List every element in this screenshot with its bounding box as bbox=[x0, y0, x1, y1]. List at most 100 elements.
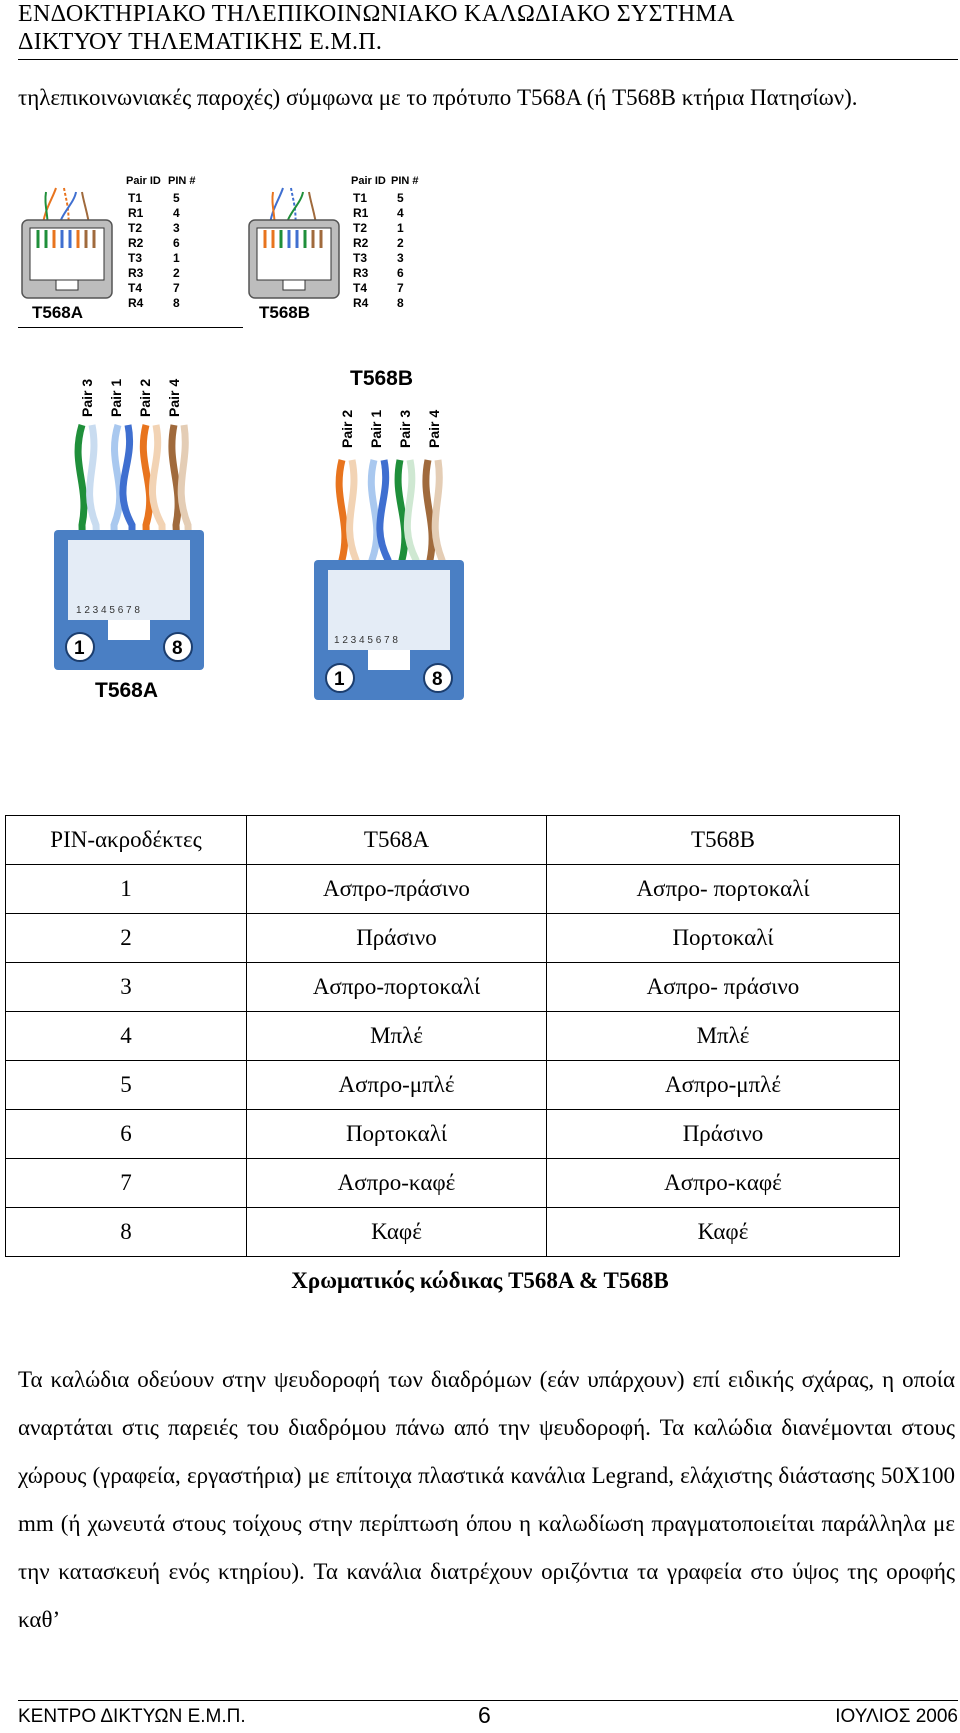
body-paragraph: Τα καλώδια οδεύουν στην ψευδοροφή των δι… bbox=[18, 1356, 955, 1644]
table-cell-t568b: Ασπρο-καφέ bbox=[546, 1158, 900, 1208]
table-cell-pin: 2 bbox=[5, 913, 247, 963]
table-cell-pin: 5 bbox=[5, 1060, 247, 1110]
small-a-pin: 8 bbox=[173, 296, 180, 310]
table-cell-pin: 1 bbox=[5, 864, 247, 914]
large-b-pin-numbers: 1 2 3 4 5 6 7 8 bbox=[334, 635, 398, 646]
small-b-pair-id: R3 bbox=[353, 266, 369, 280]
table-cell-t568b: Πράσινο bbox=[546, 1109, 900, 1159]
small-a-pin: 5 bbox=[173, 191, 180, 205]
large-a-pin-numbers: 1 2 3 4 5 6 7 8 bbox=[76, 605, 140, 616]
page-header: ΕΝΔΟΚΤΗΡΙΑΚΟ ΤΗΛΕΠΙΚΟΙΝΩΝΙΑΚΟ ΚΑΛΩΔΙΑΚΟ … bbox=[18, 0, 958, 56]
small-b-pin: 2 bbox=[397, 236, 404, 250]
diagram-underline bbox=[18, 327, 243, 328]
small-b-pin: 4 bbox=[397, 206, 404, 220]
table-header-t568a: T568A bbox=[246, 815, 547, 865]
small-b-pair-id: R4 bbox=[353, 296, 369, 310]
table-cell-pin: 7 bbox=[5, 1158, 247, 1208]
large-a-pin-8-marker: 8 bbox=[172, 638, 183, 659]
small-a-pair-id: R2 bbox=[128, 236, 144, 250]
small-b-pin: 5 bbox=[397, 191, 404, 205]
small-a-pin: 4 bbox=[173, 206, 180, 220]
table-cell-pin: 8 bbox=[5, 1207, 247, 1257]
pair-label: Pair 4 bbox=[426, 410, 442, 448]
small-a-pin: 7 bbox=[173, 281, 180, 295]
small-b-pair-id: R1 bbox=[353, 206, 369, 220]
large-a-title: T568A bbox=[95, 679, 158, 702]
table-cell-t568b: Μπλέ bbox=[546, 1011, 900, 1061]
body-paragraph-text: Τα καλώδια οδεύουν στην ψευδοροφή των δι… bbox=[18, 1367, 955, 1632]
large-b-wires bbox=[335, 459, 448, 651]
small-a-title: T568A bbox=[32, 303, 83, 322]
small-b-pin: 7 bbox=[397, 281, 404, 295]
large-b-title: T568B bbox=[350, 367, 413, 390]
table-cell-t568b: Ασπρο-μπλέ bbox=[546, 1060, 900, 1110]
table-header-t568b: T568B bbox=[546, 815, 900, 865]
intro-text: τηλεπικοινωνιακές παροχές) σύμφωνα με το… bbox=[18, 85, 858, 110]
footer-rule bbox=[18, 1700, 958, 1701]
small-b-pin: 1 bbox=[397, 221, 404, 235]
table-cell-t568a: Καφέ bbox=[246, 1207, 547, 1257]
small-a-pair-id: T1 bbox=[128, 191, 142, 205]
table-cell-t568a: Πορτοκαλί bbox=[246, 1109, 547, 1159]
table-cell-t568a: Ασπρο-μπλέ bbox=[246, 1060, 547, 1110]
table-cell-t568b: Ασπρο- πορτοκαλί bbox=[546, 864, 900, 914]
small-b-pair-id-label: Pair ID bbox=[351, 175, 386, 187]
pair-label: Pair 2 bbox=[137, 379, 153, 417]
small-a-pair-id: T2 bbox=[128, 221, 142, 235]
large-b-pin-1-marker: 1 bbox=[334, 669, 345, 690]
table-cell-t568a: Ασπρο-πράσινο bbox=[246, 864, 547, 914]
pair-label: Pair 2 bbox=[339, 410, 355, 448]
small-b-pair-id: T4 bbox=[353, 281, 367, 295]
footer-date: ΙΟΥΛΙΟΣ 2006 bbox=[835, 1706, 958, 1727]
table-cell-pin: 3 bbox=[5, 962, 247, 1012]
small-b-title: T568B bbox=[259, 303, 310, 322]
small-b-pair-id: T2 bbox=[353, 221, 367, 235]
table-cell-pin: 6 bbox=[5, 1109, 247, 1159]
table-header-row: PIN-ακροδέκτες T568A T568B bbox=[5, 815, 900, 865]
table-cell-t568a: Πράσινο bbox=[246, 913, 547, 963]
small-a-pin-label: PIN # bbox=[168, 175, 196, 187]
small-a-pair-id: R4 bbox=[128, 296, 144, 310]
table-cell-t568a: Ασπρο-πορτοκαλί bbox=[246, 962, 547, 1012]
small-b-pin: 8 bbox=[397, 296, 404, 310]
table-cell-pin: 4 bbox=[5, 1011, 247, 1061]
large-a-wires bbox=[74, 423, 194, 616]
table-cell-t568a: Ασπρο-καφέ bbox=[246, 1158, 547, 1208]
small-a-pair-id-label: Pair ID bbox=[126, 175, 161, 187]
table-cell-t568b: Πορτοκαλί bbox=[546, 913, 900, 963]
small-b-pin: 3 bbox=[397, 251, 404, 265]
header-rule bbox=[18, 59, 958, 60]
small-b-pair-id: T3 bbox=[353, 251, 367, 265]
small-a-pair-id: T3 bbox=[128, 251, 142, 265]
footer-organization: ΚΕΝΤΡΟ ΔΙΚΤΥΩΝ Ε.Μ.Π. bbox=[18, 1706, 246, 1727]
large-b-pin-8-marker: 8 bbox=[432, 669, 443, 690]
table-cell-t568b: Ασπρο- πράσινο bbox=[546, 962, 900, 1012]
small-a-pin: 1 bbox=[173, 251, 180, 265]
table-cell-t568b: Καφέ bbox=[546, 1207, 900, 1257]
small-a-pin: 2 bbox=[173, 266, 180, 280]
small-a-pin: 6 bbox=[173, 236, 180, 250]
footer-page-number: 6 bbox=[478, 1702, 491, 1728]
pair-label: Pair 3 bbox=[79, 379, 95, 417]
table-caption: Χρωματικός κώδικας T568A & T568B bbox=[291, 1268, 669, 1293]
small-b-pair-id: T1 bbox=[353, 191, 367, 205]
small-b-pin-label: PIN # bbox=[391, 175, 419, 187]
table-cell-t568a: Μπλέ bbox=[246, 1011, 547, 1061]
header-line-1: ΕΝΔΟΚΤΗΡΙΑΚΟ ΤΗΛΕΠΙΚΟΙΝΩΝΙΑΚΟ ΚΑΛΩΔΙΑΚΟ … bbox=[18, 1, 735, 27]
